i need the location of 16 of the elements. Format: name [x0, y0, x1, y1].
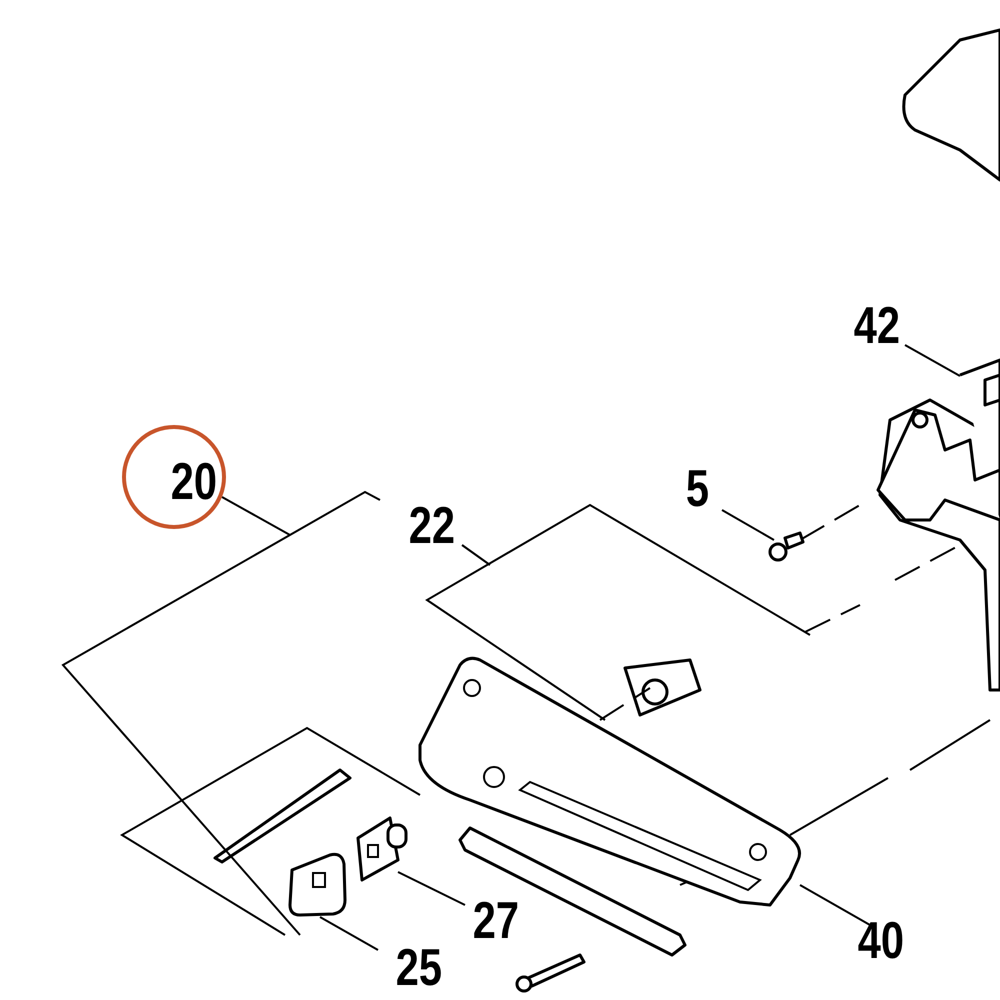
- callout-number: 22: [408, 500, 456, 552]
- highlighted-callout-number: 20: [122, 425, 226, 529]
- cam-plate-drawing: [286, 852, 348, 918]
- leader-line: [904, 344, 960, 377]
- leader-line: [320, 916, 378, 951]
- leader-line: [461, 544, 491, 566]
- callout-number: 25: [396, 942, 442, 994]
- leader-line: [398, 871, 466, 906]
- leader-line: [722, 509, 774, 541]
- leader-line: [800, 884, 870, 926]
- callout-number: 27: [472, 895, 520, 947]
- leader-line: [222, 496, 290, 536]
- callout-number: 42: [854, 300, 900, 352]
- screw-drawing: [768, 532, 804, 562]
- callout-number: 40: [858, 915, 904, 967]
- callout-number: 5: [686, 463, 710, 515]
